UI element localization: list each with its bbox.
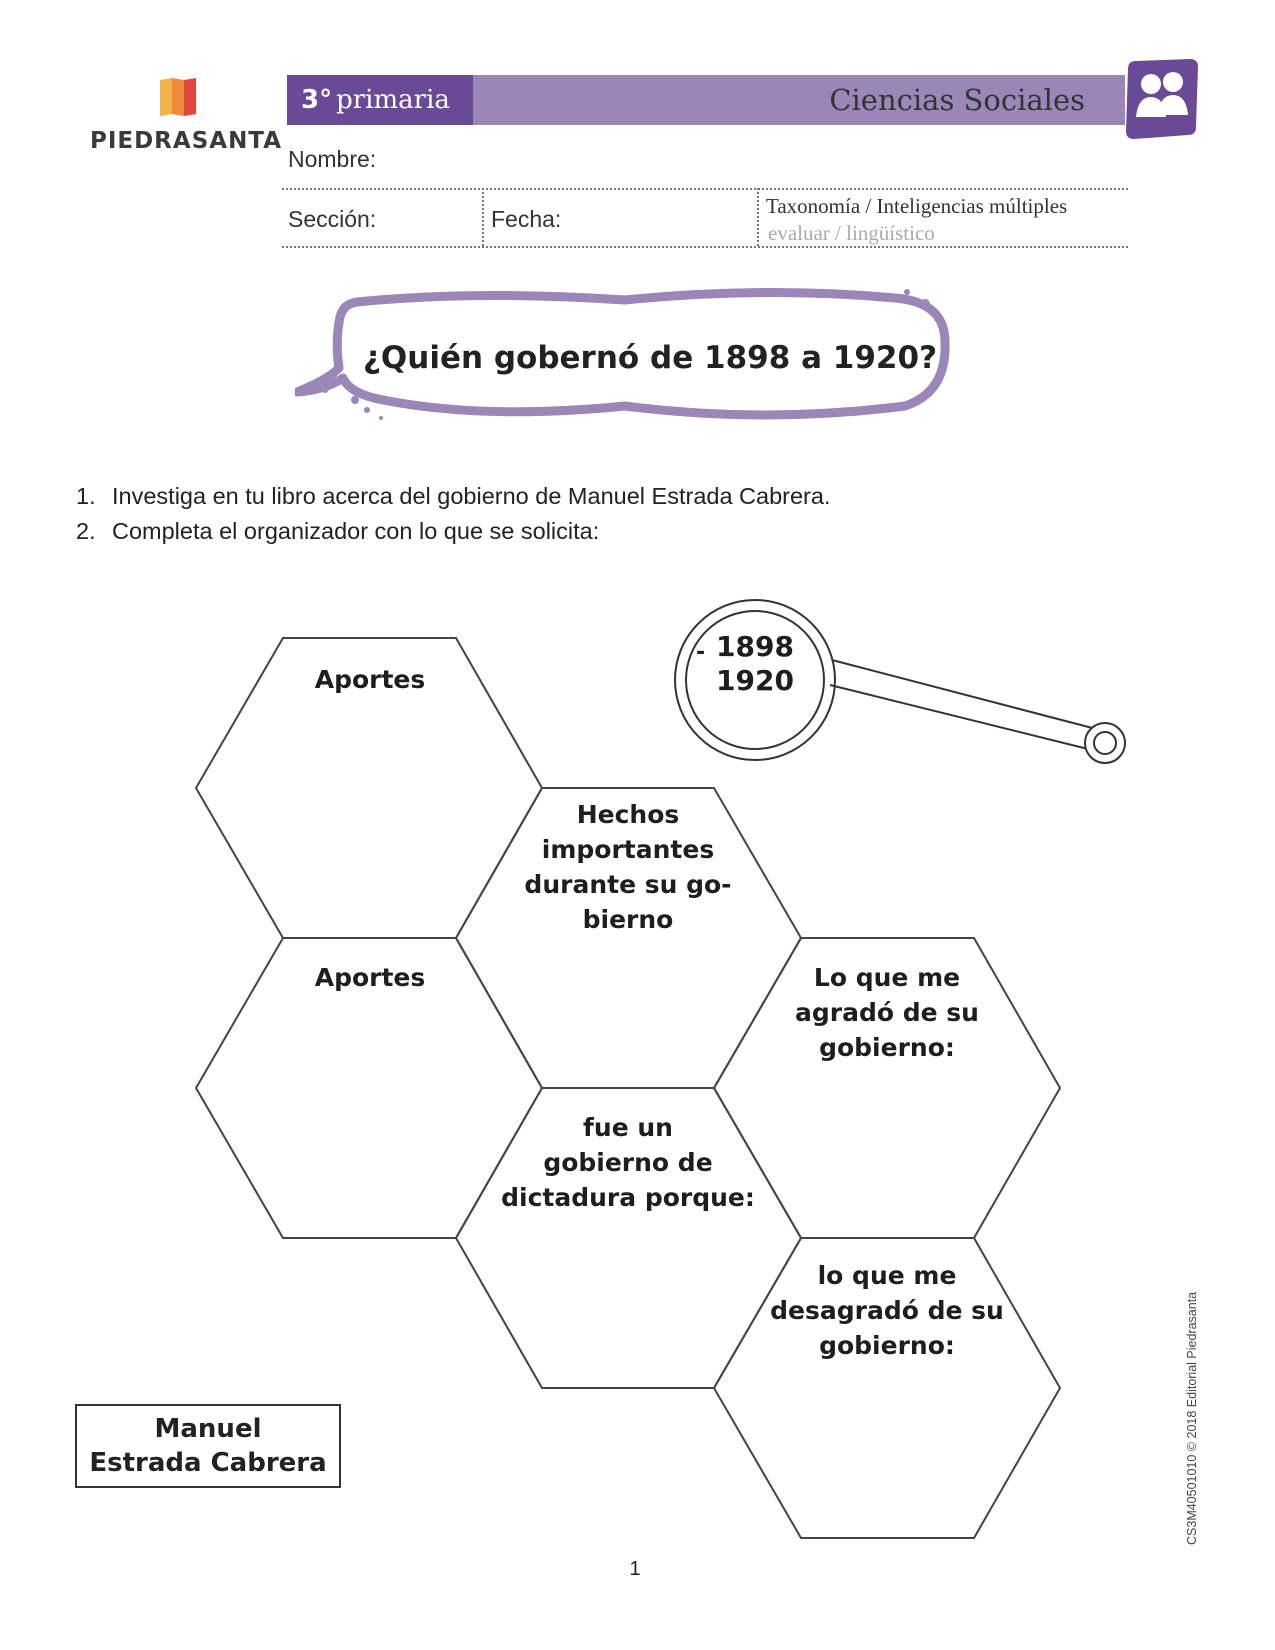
taxonomy-label: Taxonomía / Inteligencias múltiples: [766, 194, 1068, 218]
instruction-number: 1.: [76, 483, 96, 509]
hexagon-label-line: lo que me: [817, 1261, 957, 1290]
name-line-2: Estrada Cabrera: [89, 1448, 327, 1478]
divider-line: [757, 188, 759, 246]
name-line-1: Manuel: [154, 1414, 262, 1444]
piedrasanta-logo-icon: [160, 78, 196, 116]
instruction-number: 2.: [76, 518, 96, 544]
year-start: 1898: [716, 630, 794, 663]
page-title: ¿Quién gobernó de 1898 a 1920?: [362, 340, 938, 376]
divider-line: [482, 188, 484, 246]
subject-title: Ciencias Sociales: [829, 83, 1085, 117]
grade-number: 3°: [301, 85, 333, 115]
date-label: Fecha:: [491, 206, 562, 232]
hexagon-label-line: Aportes: [314, 665, 426, 694]
people-icon: [1126, 59, 1198, 139]
hexagon-desagrado[interactable]: [712, 1237, 1062, 1539]
hexagon-label-line: gobierno de: [543, 1148, 713, 1177]
hexagon-label-line: Lo que me: [813, 963, 961, 992]
page-number: 1: [629, 1558, 641, 1580]
hexagon-label-line: bierno: [582, 905, 674, 934]
instruction-text: Investiga en tu libro acerca del gobiern…: [112, 483, 831, 509]
hexagon-label-line: gobierno:: [819, 1033, 955, 1062]
hexagon-label: Lo que me agradó de su gobierno:: [762, 960, 1012, 1065]
magnifier-dash: -: [696, 640, 706, 665]
hexagon-label-line: Aportes: [314, 963, 426, 992]
hexagon-label: Aportes: [270, 662, 470, 697]
divider-line: [282, 188, 1128, 190]
taxonomy-value: evaluar / lingüístico: [768, 221, 935, 245]
grade-text: primaria: [336, 85, 450, 115]
title-bubble: [295, 287, 950, 420]
hexagon-label: lo que me desagradó de su gobierno:: [747, 1258, 1027, 1363]
hexagon-label-line: desagradó de su: [770, 1296, 1004, 1325]
subject-name-box: Manuel Estrada Cabrera: [75, 1404, 341, 1488]
name-label: Nombre:: [288, 146, 377, 172]
hexagon-label: Hechos importantes durante su go- bierno: [508, 797, 748, 937]
hexagon-label-line: Hechos: [576, 800, 680, 829]
grade-label: 3° primaria: [287, 75, 473, 125]
hexagon-label: fue un gobierno de dictadura porque:: [493, 1110, 763, 1215]
hexagon-label-line: agradó de su: [795, 998, 979, 1027]
magnifier-icon: [674, 599, 1126, 764]
hexagon-label-line: fue un: [583, 1113, 673, 1142]
divider-line: [282, 246, 1128, 248]
instruction-item: 1. Investiga en tu libro acerca del gobie…: [76, 483, 976, 510]
hexagon-label-line: importantes: [541, 835, 715, 864]
section-label: Sección:: [288, 206, 377, 232]
hexagon-label-line: durante su go-: [524, 870, 732, 899]
instruction-item: 2. Completa el organizador con lo que se …: [76, 518, 976, 545]
logo-text: PIEDRASANTA: [89, 128, 283, 154]
instruction-text: Completa el organizador con lo que se so…: [112, 518, 600, 544]
hexagon-label-line: gobierno:: [819, 1331, 955, 1360]
hexagon-label-line: dictadura porque:: [501, 1183, 755, 1212]
copyright-text: CS3M40501010 © 2018 Editorial Piedrasant…: [1185, 1291, 1199, 1545]
year-end: 1920: [716, 664, 794, 697]
hexagon-label: Aportes: [270, 960, 470, 995]
